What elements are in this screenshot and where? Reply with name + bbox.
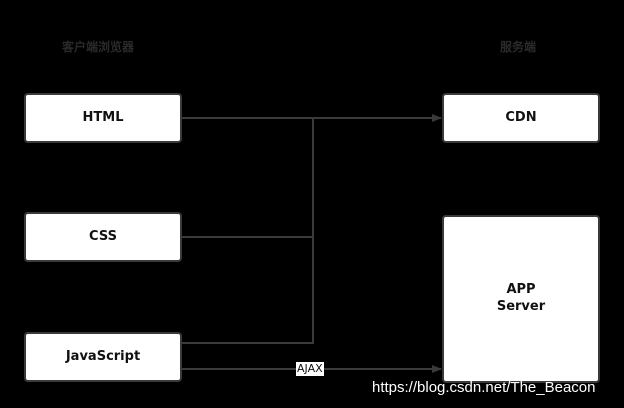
app-server-node: APP Server — [442, 215, 600, 383]
css-node: CSS — [24, 212, 182, 262]
cdn-node: CDN — [442, 93, 600, 143]
server-column-title: 服务端 — [500, 40, 537, 54]
html-node-label: HTML — [82, 109, 124, 125]
app-server-label-line2: Server — [496, 299, 546, 314]
client-column-title: 客户端浏览器 — [62, 40, 135, 54]
cdn-node-label: CDN — [505, 109, 537, 125]
javascript-to-junction-line — [182, 118, 314, 344]
ajax-edge-label: AJAX — [296, 362, 324, 376]
html-node: HTML — [24, 93, 182, 143]
css-node-label: CSS — [89, 228, 117, 244]
app-server-label-line1: APP — [506, 282, 536, 298]
javascript-node-label: JavaScript — [65, 348, 141, 364]
watermark-text: https://blog.csdn.net/The_Beacon — [372, 379, 596, 396]
javascript-node: JavaScript — [24, 332, 182, 382]
